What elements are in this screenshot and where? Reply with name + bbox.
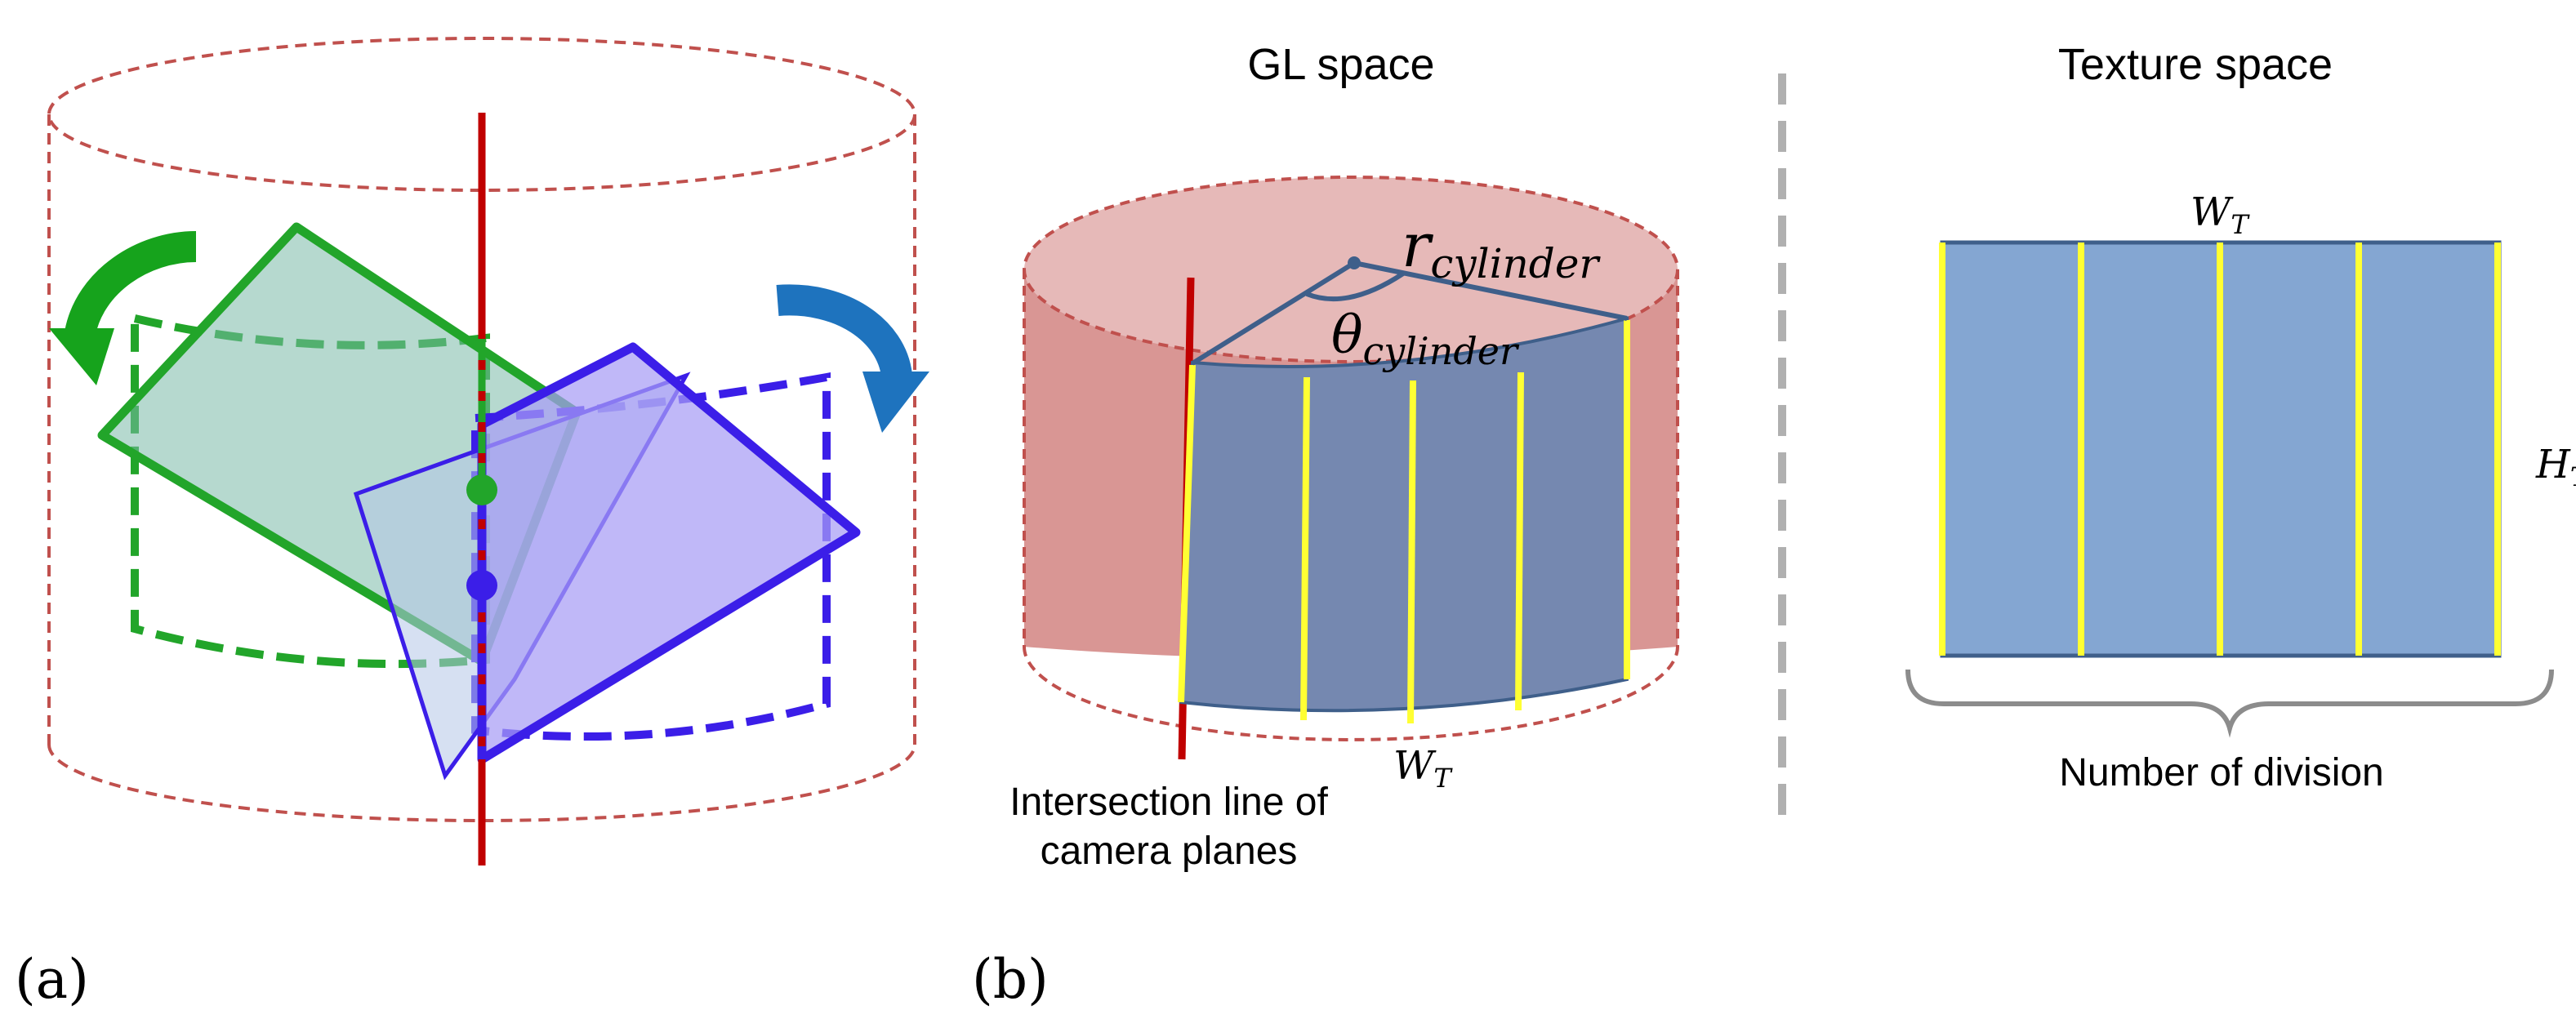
gl-texture-patch [1179, 316, 1629, 713]
blue-camera-center [466, 570, 497, 601]
gl-space-title: GL space [1247, 40, 1434, 89]
gl-division-line [1515, 372, 1524, 711]
green-camera-center [466, 474, 497, 505]
panel-a: (a) [15, 37, 929, 1011]
texture-height-label: HT [2535, 442, 2576, 492]
panel-b-texture-space: Texture space WT HT Number of division [1905, 40, 2576, 794]
panel-b-label: (b) [972, 948, 1049, 1011]
panel-a-label: (a) [15, 948, 89, 1011]
green-rotation-arrow [49, 231, 197, 385]
blue-curved-surface [471, 372, 831, 741]
theta-cylinder-label: θcylinder [1331, 305, 1520, 373]
gl-cylinder-outline [1023, 176, 1679, 741]
dashed-cylinder [47, 37, 916, 822]
panel-b-gl-space: GL space rcyli [972, 40, 1679, 1011]
texture-space-title: Texture space [2058, 40, 2333, 89]
gl-radius-lines [1191, 260, 1628, 366]
gl-division-lines [1178, 320, 1630, 724]
cylinder-bottom-arc [47, 744, 916, 822]
gl-width-label: WT [1393, 743, 1453, 794]
blue-rotation-arrow [776, 284, 929, 433]
gl-cylinder-center [1348, 256, 1361, 269]
gl-division-line [1407, 380, 1416, 724]
texture-width-label: WT [2190, 189, 2250, 240]
r-cylinder-label: rcylinder [1402, 211, 1601, 287]
intersection-caption-line1: Intersection line of [1009, 781, 1328, 824]
intersection-caption-line2: camera planes [1041, 830, 1298, 873]
gl-division-line [1178, 364, 1196, 703]
blue-camera-plane [477, 342, 861, 764]
division-caption: Number of division [2059, 751, 2384, 794]
texture-division-lines [1939, 243, 2501, 656]
division-brace [1905, 669, 2554, 738]
gl-angle-arc [1305, 271, 1405, 302]
gl-division-line [1300, 376, 1310, 721]
